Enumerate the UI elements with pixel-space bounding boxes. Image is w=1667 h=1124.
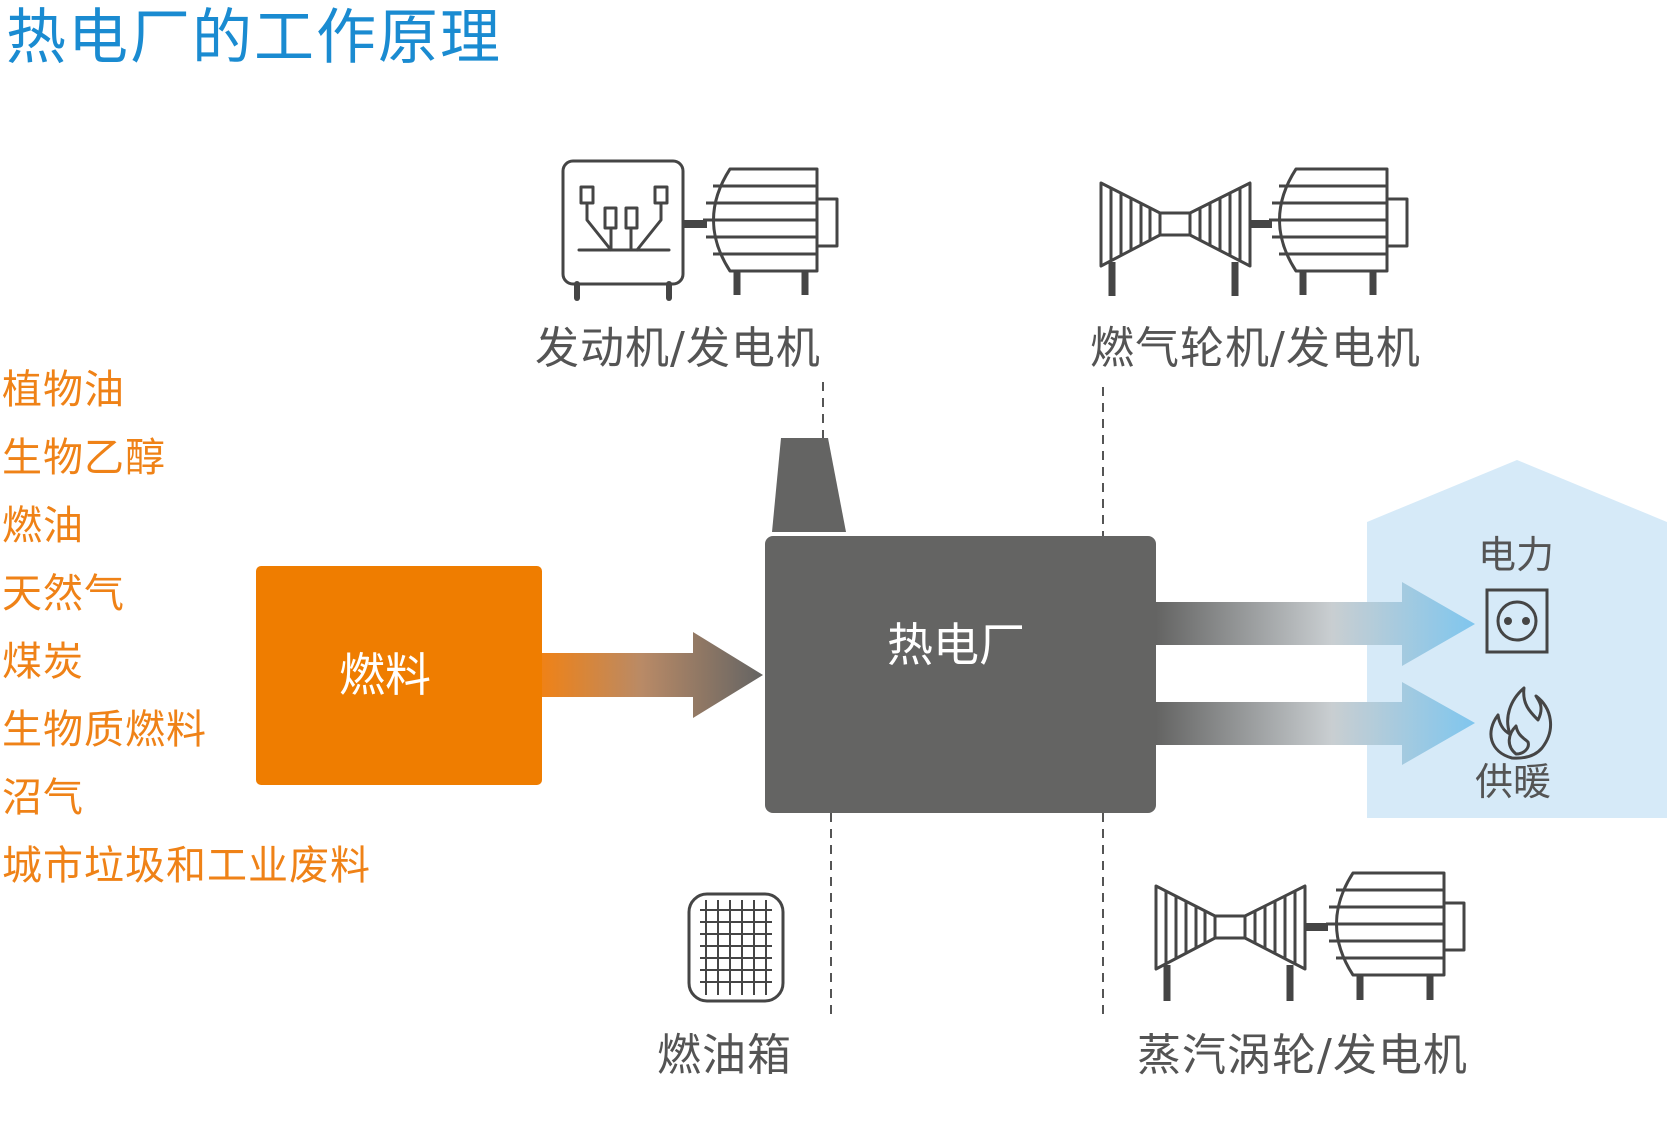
heating-arrow [1156, 682, 1475, 765]
steam-turbine-generator-label: 蒸汽涡轮/发电机 [1137, 1030, 1468, 1081]
page-title: 热电厂的工作原理 [6, 3, 502, 73]
fuel-box-label: 燃料 [339, 648, 431, 702]
fuel-item: 燃油 [2, 503, 84, 549]
fuel-arrow [542, 632, 763, 718]
fuel-tank-label: 燃油箱 [657, 1030, 792, 1081]
socket-icon [1485, 588, 1549, 654]
fuel-item: 天然气 [2, 571, 125, 617]
fuel-item: 生物乙醇 [2, 435, 166, 481]
generator-icon [1326, 871, 1466, 1000]
gas-turbine-generator-label: 燃气轮机/发电机 [1090, 323, 1421, 374]
fuel-list: 植物油 生物乙醇 燃油 天然气 煤炭 生物质燃料 沼气 城市垃圾和工业废料 [2, 356, 371, 900]
fuel-item: 煤炭 [2, 639, 84, 685]
engine-generator-label: 发动机/发电机 [535, 323, 821, 374]
steam-turbine-icon [1154, 884, 1307, 1001]
fuel-item: 沼气 [2, 775, 84, 821]
plant-label: 热电厂 [887, 618, 1025, 672]
connector-lines [822, 382, 1104, 1018]
gas-turbine-icon [1099, 181, 1252, 296]
chimney-icon [772, 438, 846, 532]
engine-icon [561, 159, 685, 301]
fuel-item: 生物质燃料 [2, 707, 207, 753]
flame-icon [1489, 686, 1553, 760]
heating-label: 供暖 [1475, 760, 1552, 804]
power-arrow [1156, 582, 1475, 666]
fuel-item: 植物油 [2, 367, 125, 413]
power-label: 电力 [1478, 533, 1555, 577]
fuel-box [256, 566, 542, 785]
fuel-tank-icon [687, 892, 785, 1003]
fuel-item: 城市垃圾和工业废料 [2, 843, 371, 889]
plant-box [765, 536, 1156, 813]
generator-icon [703, 167, 839, 295]
generator-icon [1269, 167, 1409, 295]
